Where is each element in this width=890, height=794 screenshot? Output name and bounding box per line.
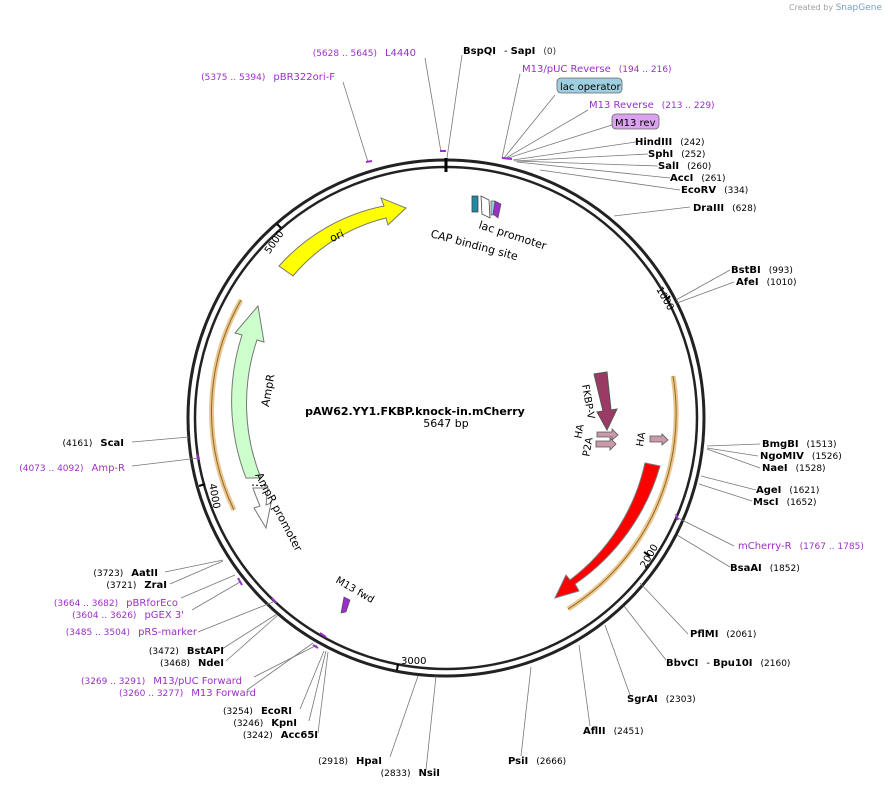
- site-aflii: AflII(2451): [583, 726, 644, 737]
- p2a-label: P2A: [581, 436, 595, 457]
- site-sphi: SphI(252): [648, 149, 705, 160]
- site-bsaai: BsaAI(1852): [730, 563, 800, 574]
- ruler-3000: 3000: [401, 656, 426, 667]
- primer-pbr322ori-f: (5375 .. 5394)pBR322ori-F: [201, 72, 335, 83]
- site-bstbi: BstBI(993): [731, 265, 793, 276]
- primer-mcherry-r: mCherry-R(1767 .. 1785): [738, 541, 864, 552]
- brand-name: SnapGene: [835, 3, 882, 13]
- primer-prs-marker: (3485 .. 3504)pRS-marker: [66, 627, 198, 638]
- m13-fwd-mark: [340, 596, 351, 614]
- site-naei: NaeI(1528): [762, 463, 826, 474]
- ampr-promoter-arrow: [252, 487, 272, 530]
- ruler-4000: 4000: [206, 483, 221, 510]
- ampr-arrow: [231, 304, 265, 479]
- site-nsii: (2833)NsiI: [381, 768, 440, 779]
- site-acc65i: (3242)Acc65I: [243, 730, 318, 741]
- m13-rev-mark: [492, 200, 502, 219]
- primer-marks: [196, 150, 679, 649]
- site-bspqi: BspQI-SapI(0): [463, 46, 556, 57]
- ruler-1000: 1000: [653, 285, 675, 313]
- site-draiii: DraIII(628): [693, 203, 756, 214]
- site-zrai: (3721)ZraI: [106, 580, 167, 591]
- plasmid-size: 5647 bp: [423, 417, 468, 430]
- site-kpni: (3246)KpnI: [233, 718, 297, 729]
- ori-arrow: [278, 197, 407, 277]
- lac-operator-label: lac operator: [560, 82, 621, 93]
- lac-promoter-arrow: [480, 195, 491, 219]
- site-sgrai: SgrAI(2303): [627, 694, 696, 705]
- site-msci: MscI(1652): [753, 497, 817, 508]
- primer-pgex-3: (3604 .. 3626)pGEX 3': [72, 610, 184, 621]
- fkbp-v-arrow: [593, 371, 618, 432]
- site-pflmi: PflMI(2061): [690, 629, 756, 640]
- site-bstapi: (3472)BstAPI: [149, 646, 224, 657]
- site-scai: (4161)ScaI: [62, 438, 124, 449]
- site-ndei: (3468)NdeI: [160, 658, 224, 669]
- m13-rev-box: [611, 113, 660, 130]
- site-aatii: (3723)AatII: [93, 568, 158, 579]
- site-ngomiv: NgoMIV(1526): [760, 451, 842, 462]
- primer-pbrforeco: (3664 .. 3682)pBRforEco: [54, 598, 178, 609]
- site-labels: BspQI-SapI(0) HindIII(242) SphI(252) Sal…: [62, 46, 841, 779]
- lac-operator-box: [556, 77, 623, 94]
- snapgene-brand: Created by SnapGene: [789, 3, 882, 13]
- site-acci: AccI(261): [670, 173, 726, 184]
- brand-prefix: Created by: [789, 3, 834, 12]
- m13-fwd-label: M13 fwd: [334, 575, 376, 606]
- m13-rev-label: M13 rev: [615, 118, 656, 129]
- site-psii: PsiI(2666): [508, 756, 566, 767]
- ha-label-1: HA: [573, 423, 586, 439]
- fkbp-v-label: FKBP-V: [579, 384, 596, 420]
- site-afei: AfeI(1010): [736, 277, 797, 288]
- site-sali: SalI(260): [658, 161, 711, 172]
- primer-m13-puc-reverse: M13/pUC Reverse(194 .. 216): [522, 64, 672, 75]
- site-ecorv: EcoRV(334): [681, 185, 748, 196]
- site-agei: AgeI(1621): [756, 485, 819, 496]
- site-bmgbi: BmgBI(1513): [762, 439, 836, 450]
- primer-l4440: (5628 .. 5645)L4440: [313, 48, 416, 59]
- ha-arrow-1: [596, 428, 619, 441]
- site-bbvci: BbvCI-Bpu10I(2160): [666, 658, 790, 669]
- ori-label: ori: [328, 227, 346, 245]
- primer-labels: (5628 .. 5645)L4440 (5375 .. 5394)pBR322…: [19, 48, 864, 699]
- primer-m13-forward: (3260 .. 3277)M13 Forward: [119, 688, 256, 699]
- primer-amp-r: (4073 .. 4092)Amp-R: [19, 463, 125, 474]
- ha-arrow-2: [649, 433, 669, 446]
- primer-m13-puc-forward: (3269 .. 3291)M13/pUC Forward: [81, 676, 242, 687]
- ampr-label: AmpR: [259, 373, 278, 408]
- plasmid-name: pAW62.YY1.FKBP.knock-in.mCherry: [305, 405, 525, 418]
- site-hpai: (2918)HpaI: [318, 756, 382, 767]
- site-hindiii: HindIII(242): [635, 137, 704, 148]
- mcherry-arrow: [554, 462, 661, 599]
- leader-lines: [131, 54, 761, 771]
- site-ecori: (3254)EcoRI: [223, 706, 292, 717]
- ha-label-2: HA: [635, 431, 648, 447]
- primer-m13-reverse: M13 Reverse(213 .. 229): [589, 100, 715, 111]
- p2a-arrow: [595, 437, 617, 451]
- cap-binding-site-mark: [471, 195, 479, 213]
